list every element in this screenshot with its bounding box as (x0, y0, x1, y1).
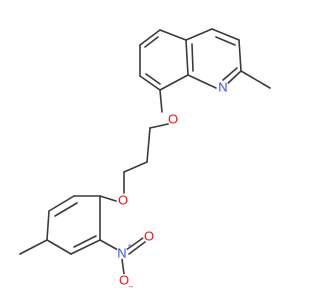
bond (187, 74, 217, 89)
bond (121, 258, 125, 275)
ring-nitrogen-label: N (218, 80, 227, 95)
quinoline-benzene-ring (139, 29, 189, 113)
bond (144, 36, 159, 48)
bond (185, 39, 189, 76)
bond (123, 161, 148, 173)
quinolinyl-ether-oxygen-label: O (168, 112, 178, 127)
bond (159, 74, 189, 91)
bond (128, 241, 146, 255)
bond (159, 89, 163, 113)
nitrotoluene-ring (19, 195, 119, 255)
positive-charge-label: + (128, 242, 133, 251)
bond (99, 239, 119, 251)
bond (54, 202, 78, 217)
atom-labels: N O O N + O O − (116, 80, 229, 292)
propoxy-chain (99, 123, 169, 202)
bond (159, 29, 187, 41)
bond (191, 43, 194, 72)
nitro-group (121, 237, 146, 275)
bond (211, 28, 240, 41)
aryl-ether-oxygen-label: O (118, 193, 128, 208)
bond (222, 67, 238, 81)
bond (99, 195, 117, 202)
bond (185, 28, 213, 41)
bond (70, 239, 101, 255)
bond (149, 123, 169, 129)
nitro-oxygen-label: O (144, 229, 154, 244)
bond (215, 36, 236, 46)
bond (46, 239, 72, 255)
bond (139, 29, 161, 46)
nitro-oxide-oxygen-label: O (119, 273, 129, 288)
molecule-structure-diagram: N O O N + O O − (19, 28, 271, 292)
negative-charge-label: − (129, 283, 134, 292)
bond (146, 127, 151, 163)
bond (46, 210, 50, 241)
bond (145, 73, 161, 85)
nitro-nitrogen-label: N (117, 246, 126, 261)
quinoline-pyridine-ring (185, 28, 271, 89)
bond (238, 39, 242, 72)
bond (48, 195, 75, 212)
bond (73, 235, 97, 248)
methyl-bond (19, 239, 48, 255)
bond (139, 75, 161, 91)
methyl-bond (240, 70, 271, 89)
bond (125, 237, 144, 251)
